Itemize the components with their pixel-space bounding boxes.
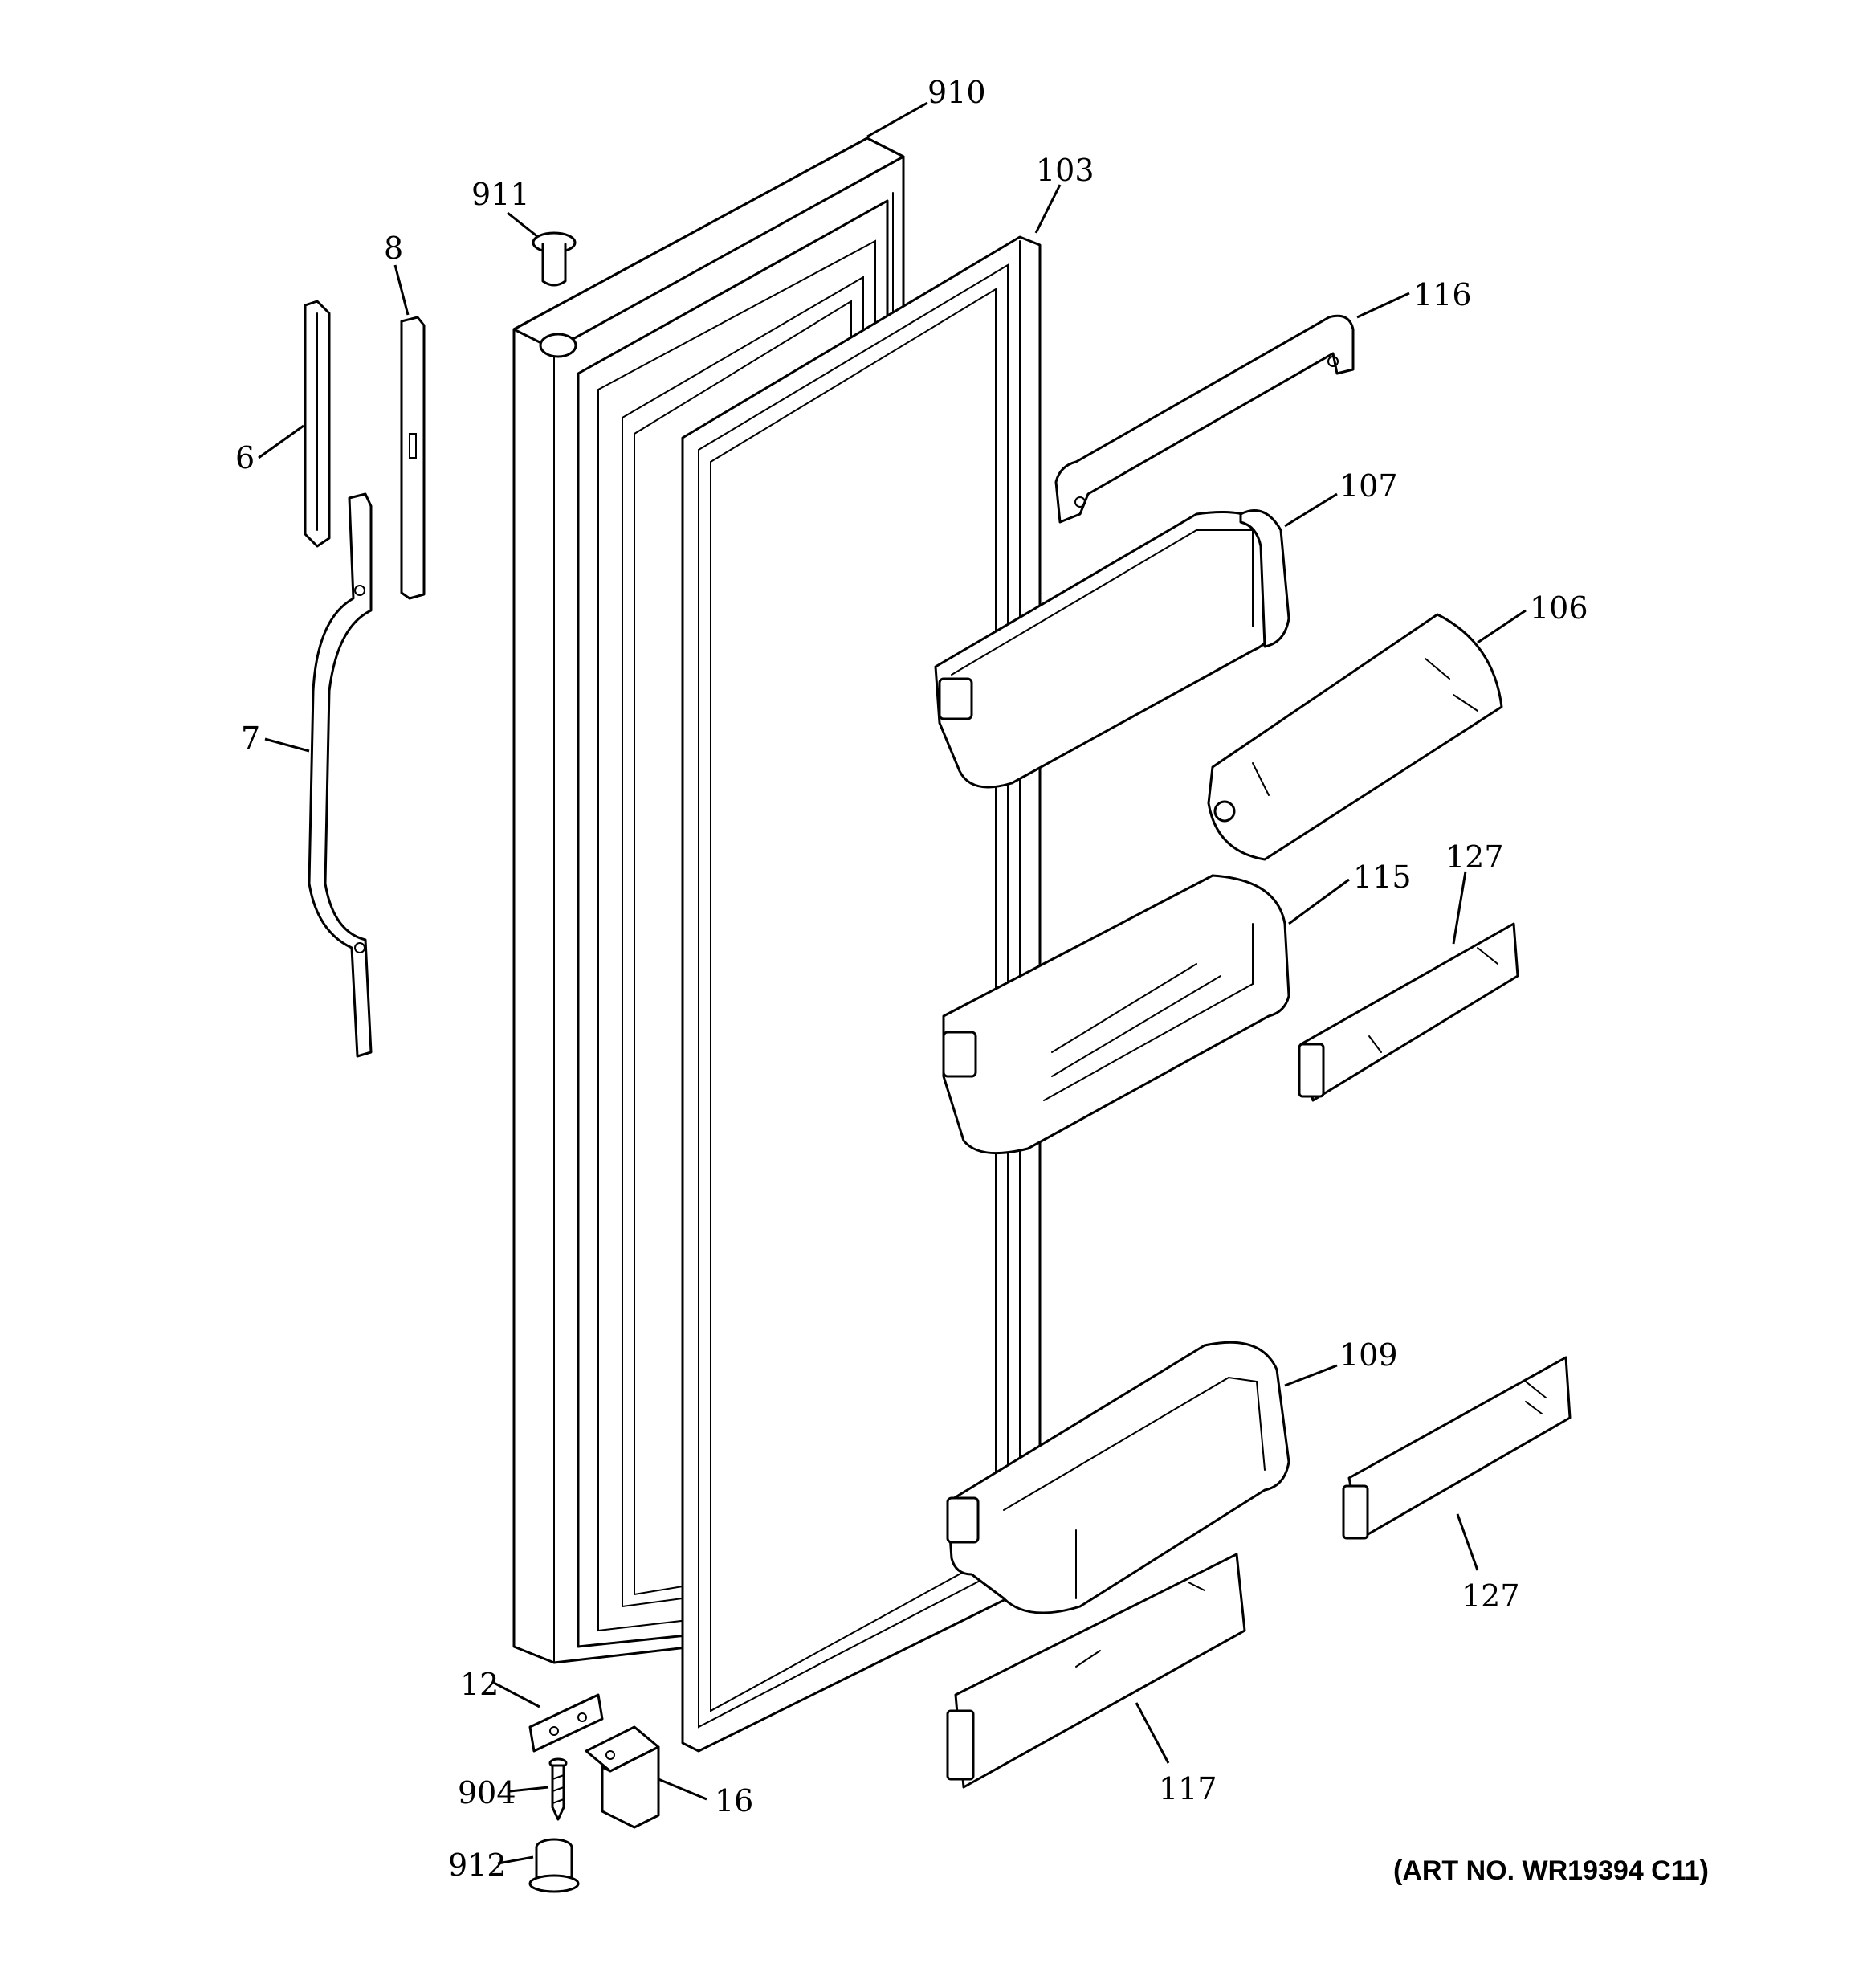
callout-16: 16: [715, 1783, 753, 1819]
hinge-bracket-16[interactable]: [585, 1725, 660, 1829]
hinge-bushing-912[interactable]: [528, 1838, 580, 1893]
callout-8: 8: [384, 231, 403, 266]
callout-127-upper: 127: [1445, 839, 1504, 875]
shelf-trim-116[interactable]: [1054, 314, 1355, 524]
callout-912: 912: [448, 1847, 507, 1883]
callout-labels: 910 911 103 8 116 6 107 106 7 127 115 10…: [235, 75, 1709, 1886]
callout-904: 904: [458, 1775, 516, 1810]
callout-106: 106: [1530, 590, 1588, 626]
callout-911: 911: [471, 177, 530, 212]
bin-cover-106[interactable]: [1207, 613, 1503, 861]
callout-117: 117: [1159, 1771, 1217, 1806]
door-bin-115[interactable]: [942, 874, 1290, 1155]
callout-109: 109: [1339, 1337, 1398, 1373]
door-handle-7[interactable]: [308, 492, 373, 1058]
handle-trim-8[interactable]: [400, 316, 426, 600]
callout-116: 116: [1413, 277, 1472, 312]
handle-mount-6[interactable]: [304, 300, 331, 548]
hinge-plate-12[interactable]: [528, 1693, 604, 1753]
bin-cover-117[interactable]: [946, 1553, 1246, 1789]
callout-12: 12: [460, 1667, 499, 1702]
callout-127-lower: 127: [1461, 1578, 1520, 1614]
bin-cover-127-upper[interactable]: [1298, 922, 1519, 1102]
callout-7: 7: [241, 720, 260, 756]
art-number: (ART NO. WR19394 C11): [1393, 1855, 1709, 1886]
door-bin-107[interactable]: [934, 509, 1290, 789]
callout-103: 103: [1036, 153, 1095, 188]
door-bin-109[interactable]: [946, 1341, 1290, 1614]
callout-6: 6: [235, 440, 255, 476]
screw-904[interactable]: [548, 1757, 568, 1821]
hinge-bushing-911[interactable]: [532, 231, 577, 287]
callout-910: 910: [927, 75, 986, 110]
leader-lines: [258, 101, 1527, 1865]
callout-107: 107: [1339, 468, 1398, 504]
bin-cover-127-lower[interactable]: [1342, 1356, 1572, 1540]
callout-115: 115: [1353, 859, 1412, 895]
